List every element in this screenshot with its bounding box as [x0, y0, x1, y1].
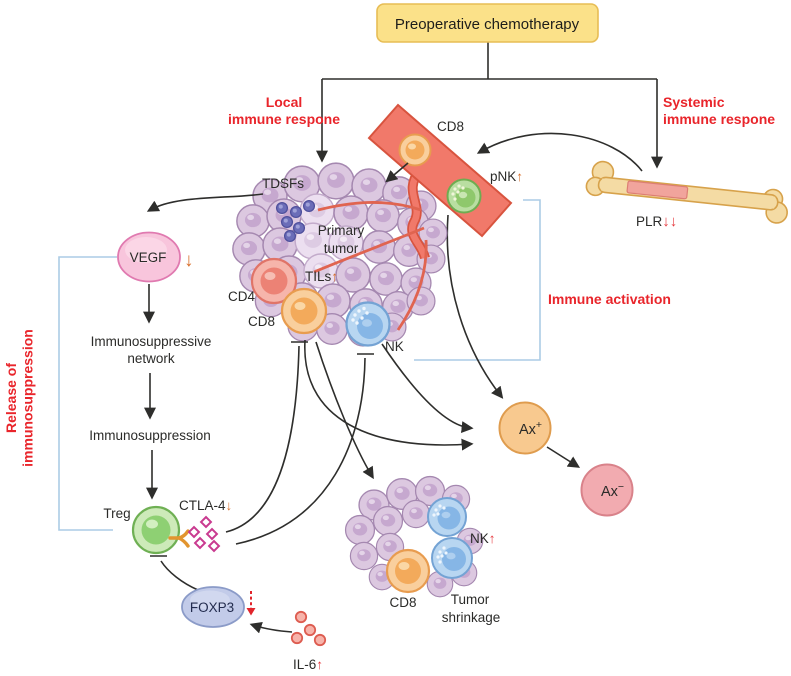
cd8-shrinkage-label: CD8	[389, 595, 416, 610]
immunosuppression-label: Immunosuppression	[89, 428, 211, 443]
pnk-label: pNK↑	[490, 169, 523, 184]
immune-activation-heading: Immune activation	[548, 291, 671, 307]
cd4-label: CD4	[228, 289, 255, 304]
branch-connectors	[316, 42, 663, 169]
cd8-vessel-label: CD8	[437, 119, 464, 134]
arrow-cd8-to-ax-positive	[304, 339, 474, 451]
foxp3-node: FOXP3	[181, 586, 245, 628]
preoperative-chemotherapy-box: Preoperative chemotherapy	[376, 3, 599, 43]
foxp3-down-indicator	[246, 591, 256, 616]
cd8-cell-tumor	[280, 287, 328, 335]
left-bracket	[58, 256, 117, 531]
cd8-cell-vessel	[398, 133, 432, 167]
tumor-shrinkage-cluster	[344, 475, 484, 598]
cd8-tumor-label: CD8	[248, 314, 275, 329]
tdsfs-label: TDSFs	[262, 176, 304, 191]
svg-text:Ax+: Ax+	[519, 419, 542, 438]
plr-label: PLR↓↓	[636, 213, 677, 230]
svg-text:Ax−: Ax−	[601, 481, 624, 500]
page-title: Preoperative chemotherapy	[395, 16, 580, 33]
arrow-vessel-to-ax-positive	[446, 214, 504, 399]
cd8-cell-shrinkage	[385, 548, 431, 594]
nk-cell-tumor	[345, 301, 391, 347]
inhibition-lines-ctla4	[225, 341, 374, 545]
inhibition-line-foxp3-to-treg	[160, 560, 199, 591]
arrow-il6-to-foxp3	[249, 621, 293, 634]
arrow-ax-positive-to-ax-negative	[546, 446, 581, 468]
pnk-cell	[446, 178, 482, 214]
release-of-immunosuppression-heading: Release ofimmunosuppression	[3, 329, 36, 467]
arrow-bone-to-vessel	[476, 132, 643, 172]
arrow-tumor-to-vegf	[146, 193, 264, 212]
bone-marrow	[626, 180, 689, 200]
svg-text:VEGF: VEGF	[130, 250, 167, 265]
nk-tumor-label: NK	[385, 339, 404, 354]
antibody-receptor-icon	[168, 529, 190, 548]
cd4-cell	[250, 257, 298, 305]
tumor-capillaries	[313, 166, 430, 331]
ctla4-diamonds	[187, 515, 221, 553]
nk-cell-shrinkage-1	[427, 497, 467, 537]
nk-shrinkage-label: NK↑	[470, 531, 496, 546]
il6-dots	[290, 610, 327, 647]
tils-label: TILs↑	[305, 269, 338, 284]
bone-icon	[585, 160, 788, 224]
ax-negative-node: Ax−	[580, 463, 634, 517]
treg-cell	[131, 505, 181, 555]
vegf-node: VEGF	[117, 231, 181, 283]
arrow-vessel-to-tumor	[385, 162, 409, 183]
arrow-nk-to-ax-positive	[381, 343, 474, 434]
treg-label: Treg	[103, 506, 130, 521]
vegf-down-indicator: ↓	[184, 250, 194, 271]
ax-positive-node: Ax+	[498, 401, 552, 455]
ctla4-label: CTLA-4↓	[179, 498, 232, 513]
il6-label: IL-6↑	[293, 657, 323, 672]
svg-text:FOXP3: FOXP3	[190, 600, 234, 615]
nk-cell-shrinkage-2	[431, 537, 473, 579]
arrow-tumor-to-shrinkage	[315, 341, 374, 480]
